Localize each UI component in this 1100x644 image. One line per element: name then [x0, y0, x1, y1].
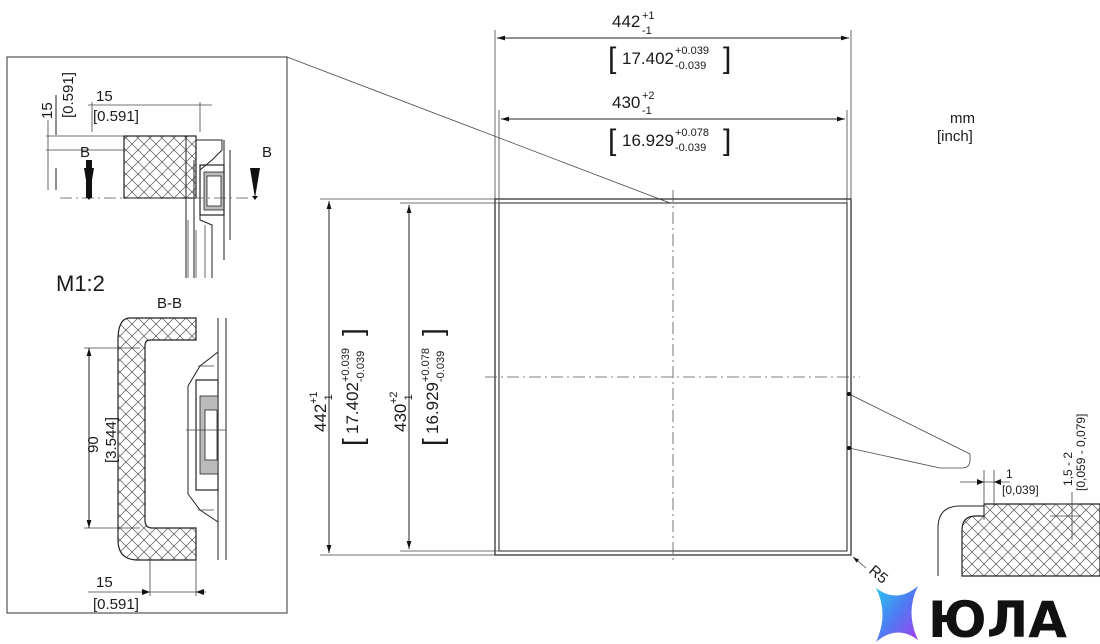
- units-secondary: [inch]: [937, 128, 973, 145]
- scale-label: M1:2: [56, 271, 105, 296]
- cutout-width-value: 430: [612, 93, 640, 112]
- outer-width-value: 442: [612, 12, 640, 31]
- yula-star-icon: [876, 586, 918, 642]
- outer-width-inch: 17.402: [622, 49, 674, 68]
- top-partial-section: [46, 95, 260, 278]
- svg-text:]: ]: [723, 42, 731, 75]
- cutout-height-label: 430 +2 -1: [388, 391, 415, 432]
- cutout-height-inch-label: [ 16.929 +0.078 -0.039 ]: [417, 328, 448, 446]
- cutout-height-inch-tol-up: +0.078: [420, 348, 432, 382]
- detail-panel: 15 [0.591] 15 [0.591] B B M1:2 B-B 90 [3…: [6, 56, 288, 614]
- svg-text:[: [: [337, 438, 368, 446]
- units-primary: mm: [950, 110, 975, 127]
- edge-thickness-inch: [0,059 - 0,079]: [1074, 414, 1088, 491]
- svg-text:[: [: [417, 438, 448, 446]
- outer-height-inch-tol-down: -0.039: [355, 351, 367, 382]
- section-mark-right: B: [262, 144, 272, 161]
- edge-gap-value: 1: [1006, 467, 1013, 481]
- edge-detail: [847, 392, 1100, 577]
- cutout-height-inch: 16.929: [423, 382, 442, 434]
- cutout-height-inch-tol-down: -0.039: [435, 351, 447, 382]
- edge-gap-inch: [0,039]: [1002, 483, 1039, 497]
- logo-text: ЮЛА: [928, 591, 1067, 644]
- outer-width-inch-tol-down: -0.039: [675, 60, 706, 72]
- outer-height-inch-tol-up: +0.039: [340, 348, 352, 382]
- top-horizontal-inch: [0.591]: [93, 108, 139, 125]
- outer-height-value: 442: [311, 404, 330, 432]
- outer-height-label: 442 +1 -1: [308, 391, 335, 432]
- svg-text:442: 442: [612, 12, 640, 31]
- outer-height-inch: 17.402: [343, 382, 362, 434]
- edge-thickness-value: 1,5 - 2: [1061, 452, 1075, 486]
- corner-radius-label: R5: [865, 562, 891, 587]
- outer-height-inch-label: [ 17.402 +0.039 -0.039 ]: [337, 328, 368, 446]
- cutout-width-inch-tol-down: -0.039: [675, 142, 706, 154]
- section-b-b: [84, 317, 227, 596]
- svg-text:]: ]: [723, 124, 731, 157]
- depth-inch: [3.544]: [103, 417, 120, 463]
- svg-text:]: ]: [337, 328, 368, 336]
- outer-height-tol-down: -1: [323, 394, 335, 404]
- cutout-height-value: 430: [391, 404, 410, 432]
- svg-text:]: ]: [417, 328, 448, 336]
- yula-logo: ЮЛА: [876, 586, 1067, 644]
- svg-text:[: [: [608, 124, 617, 157]
- front-view: [320, 30, 867, 569]
- outer-width-inch-tol-up: +0.039: [675, 45, 709, 57]
- top-vertical-inch: [0.591]: [60, 72, 77, 118]
- detail-leader: [286, 56, 671, 204]
- outer-height-tol-up: +1: [308, 391, 320, 404]
- cutout-width-tol-up: +2: [642, 90, 655, 102]
- detail-panel-border: [6, 56, 288, 614]
- cutout-width-inch-tol-up: +0.078: [675, 127, 709, 139]
- cutout-height-tol-down: -1: [403, 394, 415, 404]
- bottom-horizontal-inch: [0.591]: [93, 596, 139, 613]
- cutout-width-inch: 16.929: [622, 131, 674, 150]
- svg-text:[: [: [608, 42, 617, 75]
- bottom-horizontal-value: 15: [96, 574, 113, 591]
- cutout-width-label: 430 +2 -1 [ 16.929 +0.078 -0.039 ]: [608, 90, 731, 157]
- cutout-width-tol-down: -1: [642, 105, 652, 117]
- cutout-height-tol-up: +2: [388, 391, 400, 404]
- outer-width-tol-up: +1: [642, 10, 655, 22]
- section-title: B-B: [157, 295, 182, 312]
- depth-value: 90: [85, 436, 102, 453]
- section-mark-left: B: [80, 144, 90, 161]
- top-horizontal-value: 15: [96, 88, 113, 105]
- top-vertical-value: 15: [39, 102, 56, 119]
- outer-width-label: 442 +1 -1 [ 17.402 +0.039 -0.039 ]: [608, 10, 731, 75]
- outer-width-tol-down: -1: [642, 25, 652, 37]
